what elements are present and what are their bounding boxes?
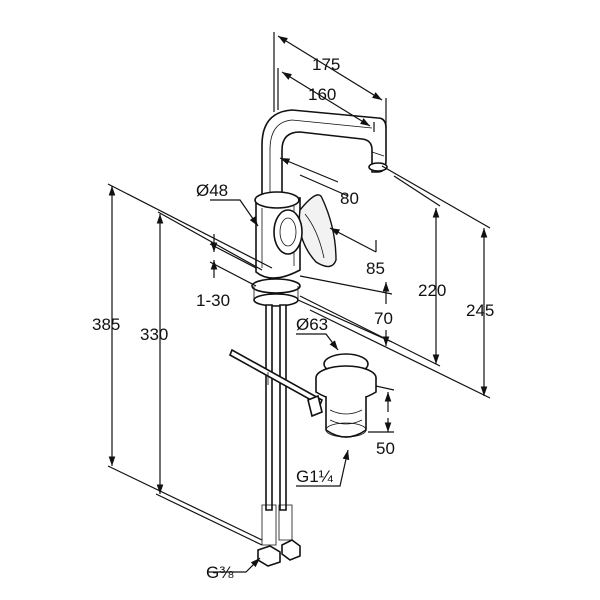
- dim-245: 245: [466, 301, 494, 320]
- dim-385: 385: [92, 315, 120, 334]
- dimension-labels: 175 160 Ø48 80 85 220 245 385 330 1-30 7…: [92, 55, 494, 582]
- dim-175: 175: [312, 55, 340, 74]
- dim-body-diameter: Ø48: [196, 181, 228, 200]
- dim-counter-thickness: 1-30: [196, 291, 230, 310]
- dim-330: 330: [140, 325, 168, 344]
- faucet-body: [228, 109, 388, 567]
- dim-waste-diameter: Ø63: [296, 315, 328, 334]
- dim-70: 70: [374, 309, 393, 328]
- dim-supply-thread: G⅜: [206, 563, 234, 582]
- dimension-lines: [107, 32, 491, 573]
- dim-waste-thread: G1¼: [296, 467, 334, 486]
- dim-50: 50: [376, 439, 395, 458]
- dim-80: 80: [340, 189, 359, 208]
- dim-160: 160: [308, 85, 336, 104]
- dim-85: 85: [366, 259, 385, 278]
- dim-220: 220: [418, 281, 446, 300]
